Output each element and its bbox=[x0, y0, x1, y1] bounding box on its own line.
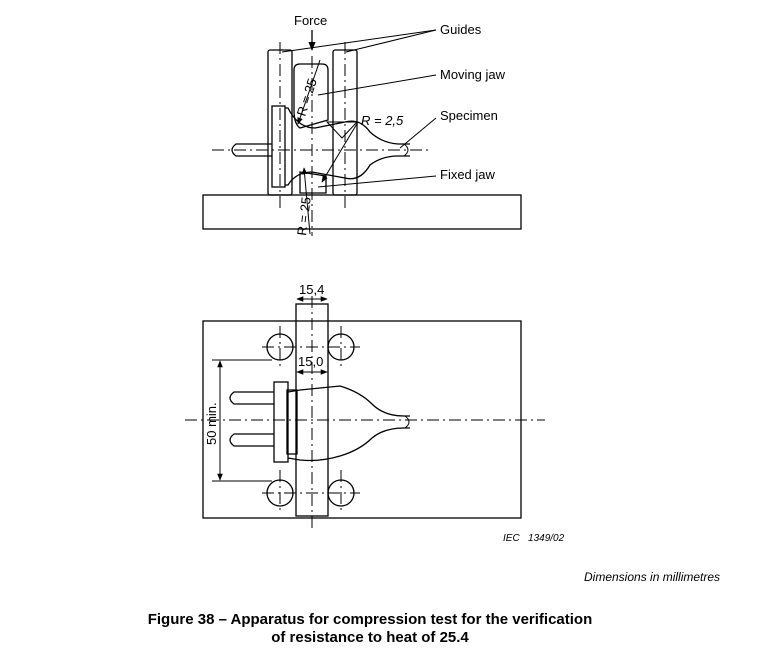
fixed-jaw-label: Fixed jaw bbox=[440, 167, 496, 182]
plug-cord-end-plan bbox=[404, 415, 410, 429]
guides-leader-right bbox=[345, 29, 437, 53]
specimen-cord-end bbox=[403, 143, 409, 157]
radius-arrow-top bbox=[297, 59, 321, 125]
dim-15-4-label: 15,4 bbox=[299, 282, 324, 297]
moving-jaw-leader bbox=[317, 74, 437, 96]
guides-leader-left bbox=[281, 29, 437, 53]
pin-bottom-plan bbox=[229, 433, 274, 447]
base-block bbox=[202, 194, 522, 230]
units-note: Dimensions in millimetres bbox=[584, 570, 721, 584]
plug-flange-plan bbox=[273, 381, 289, 463]
small-radius-triangle bbox=[325, 121, 359, 139]
radius-bottom-label: R = 25 bbox=[294, 196, 314, 236]
dim-15-0-label: 15,0 bbox=[298, 354, 323, 369]
plan-view: 15,4 15,0 50 min. IEC 1349/02 bbox=[185, 282, 565, 544]
caption-line-1: Figure 38 – Apparatus for compression te… bbox=[147, 611, 593, 628]
radius-top-label: R = 25 bbox=[294, 77, 320, 118]
figure-caption: Figure 38 – Apparatus for compression te… bbox=[60, 611, 680, 647]
side-view: Force Guides Moving jaw Specimen Fixed j… bbox=[202, 13, 522, 236]
specimen-label: Specimen bbox=[440, 108, 498, 123]
plug-body-plan bbox=[287, 385, 410, 462]
plug-flange-side bbox=[271, 105, 286, 188]
moving-jaw bbox=[293, 63, 329, 129]
specimen-leader bbox=[399, 117, 437, 149]
caption-line-2: of resistance to heat of 25.4 bbox=[271, 629, 469, 646]
pin-top-plan bbox=[229, 391, 274, 405]
dim-50-label: 50 min. bbox=[204, 402, 219, 445]
plug-flange-inner bbox=[286, 389, 298, 455]
fixed-jaw bbox=[299, 171, 327, 194]
moving-jaw-label: Moving jaw bbox=[440, 67, 506, 82]
force-label: Force bbox=[294, 13, 327, 28]
fixed-jaw-leader bbox=[317, 175, 437, 188]
radius-small-label: R = 2,5 bbox=[361, 113, 404, 128]
radius-arrow-bottom bbox=[301, 167, 311, 235]
radius-small-leader bbox=[321, 121, 359, 183]
iec-reference: IEC 1349/02 bbox=[503, 533, 565, 544]
plug-pin-side bbox=[231, 143, 272, 157]
guides-label: Guides bbox=[440, 22, 482, 37]
